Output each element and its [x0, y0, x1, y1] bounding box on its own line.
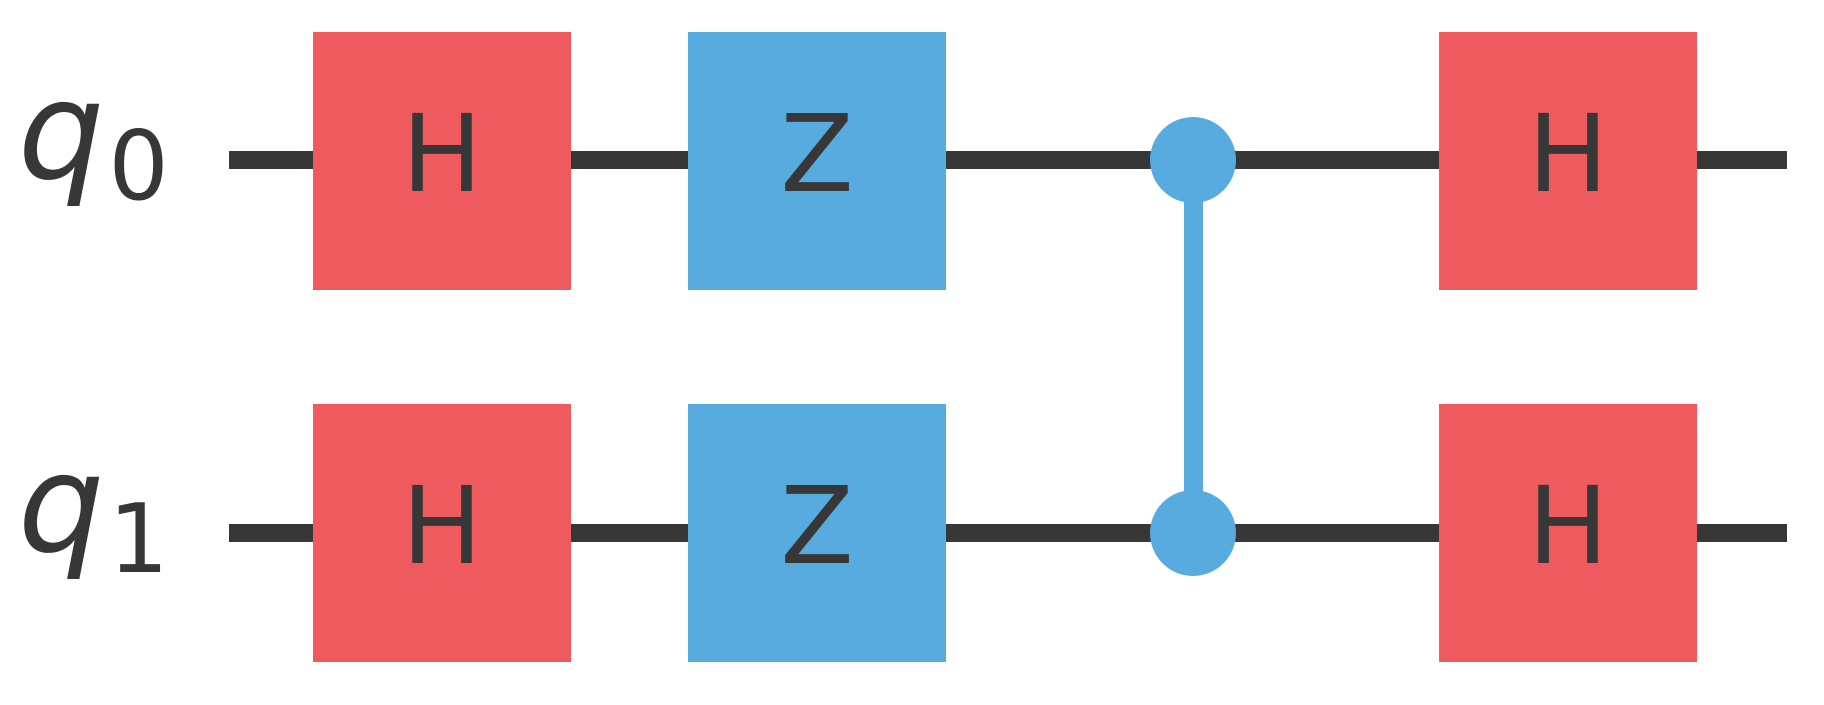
qubit-label-q1: q1 — [18, 437, 169, 587]
qubit-label-q0-base: q — [18, 53, 105, 211]
gate-z-q1-col2: Z — [688, 404, 946, 662]
gate-h-q1-col1: H — [313, 404, 571, 662]
gate-h-q1-col4: H — [1439, 404, 1697, 662]
gate-z-q0-col2-label: Z — [780, 92, 854, 217]
cz-connector-line — [1184, 160, 1203, 533]
gate-z-q0-col2: Z — [688, 32, 946, 290]
qubit-wire-q1 — [229, 524, 1787, 542]
qubit-wire-q0 — [229, 151, 1787, 169]
qubit-label-q0: q0 — [18, 64, 169, 214]
qubit-label-q0-subscript: 0 — [108, 111, 169, 222]
qubit-label-q1-subscript: 1 — [108, 484, 169, 595]
gate-h-q0-col4: H — [1439, 32, 1697, 290]
gate-z-q1-col2-label: Z — [780, 464, 854, 589]
cz-control-dot-q1 — [1150, 490, 1236, 576]
gate-h-q0-col4-label: H — [1527, 92, 1609, 217]
gate-h-q0-col1-label: H — [401, 92, 483, 217]
gate-h-q1-col4-label: H — [1527, 464, 1609, 589]
gate-h-q0-col1: H — [313, 32, 571, 290]
gate-h-q1-col1-label: H — [401, 464, 483, 589]
cz-control-dot-q0 — [1150, 117, 1236, 203]
qubit-label-q1-base: q — [18, 426, 105, 584]
